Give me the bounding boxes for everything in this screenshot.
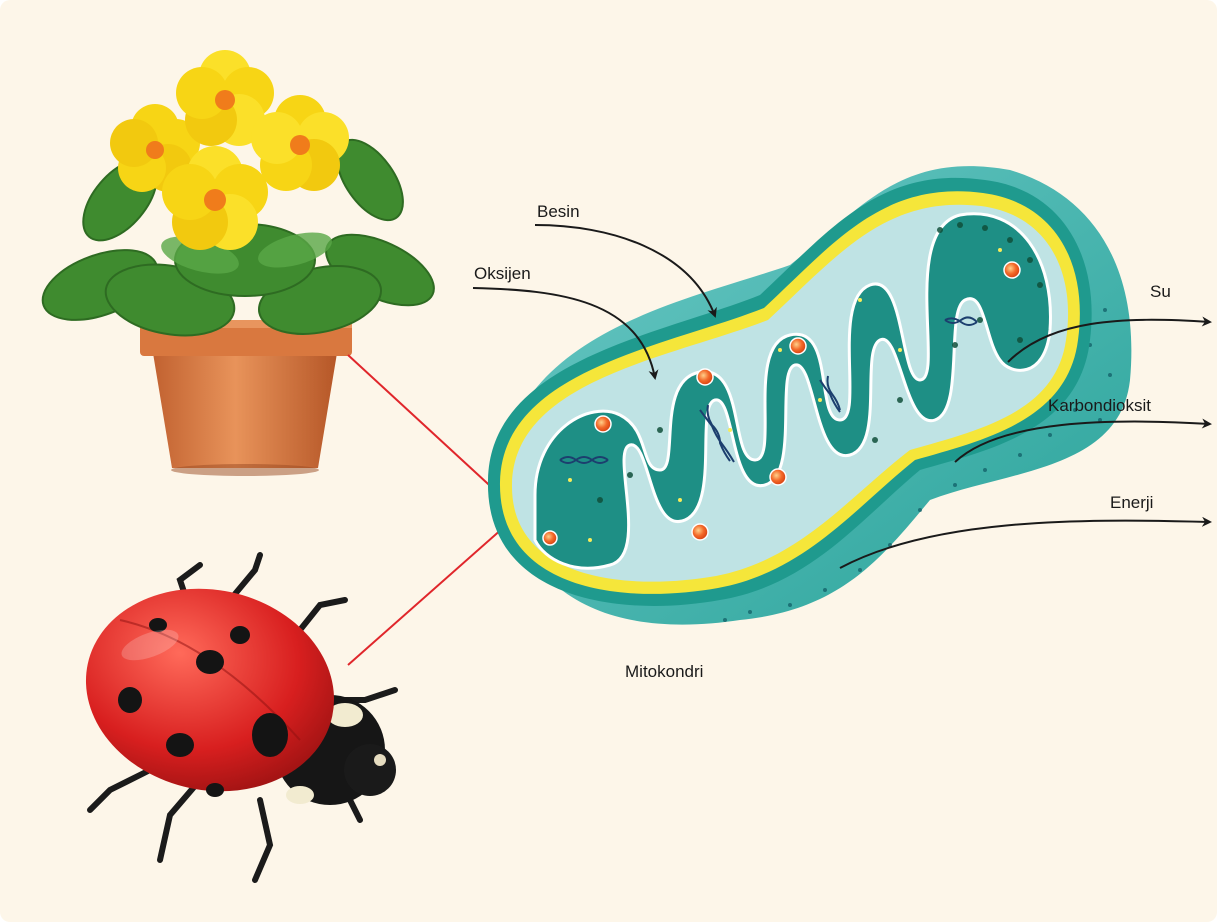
label-besin: Besin — [537, 203, 580, 220]
label-enerji: Enerji — [1110, 494, 1153, 511]
arrow-plant-to-mitochondrion — [348, 355, 512, 506]
label-karbondioksit: Karbondioksit — [1048, 397, 1151, 414]
arrow-ladybug-to-mitochondrion — [348, 520, 512, 665]
label-oksijen: Oksijen — [474, 265, 531, 282]
label-mitokondri: Mitokondri — [625, 663, 703, 680]
ladybug-icon — [67, 555, 396, 880]
potted-primrose-plant-icon — [33, 50, 444, 476]
mitochondrion-icon — [488, 166, 1131, 625]
label-su: Su — [1150, 283, 1171, 300]
